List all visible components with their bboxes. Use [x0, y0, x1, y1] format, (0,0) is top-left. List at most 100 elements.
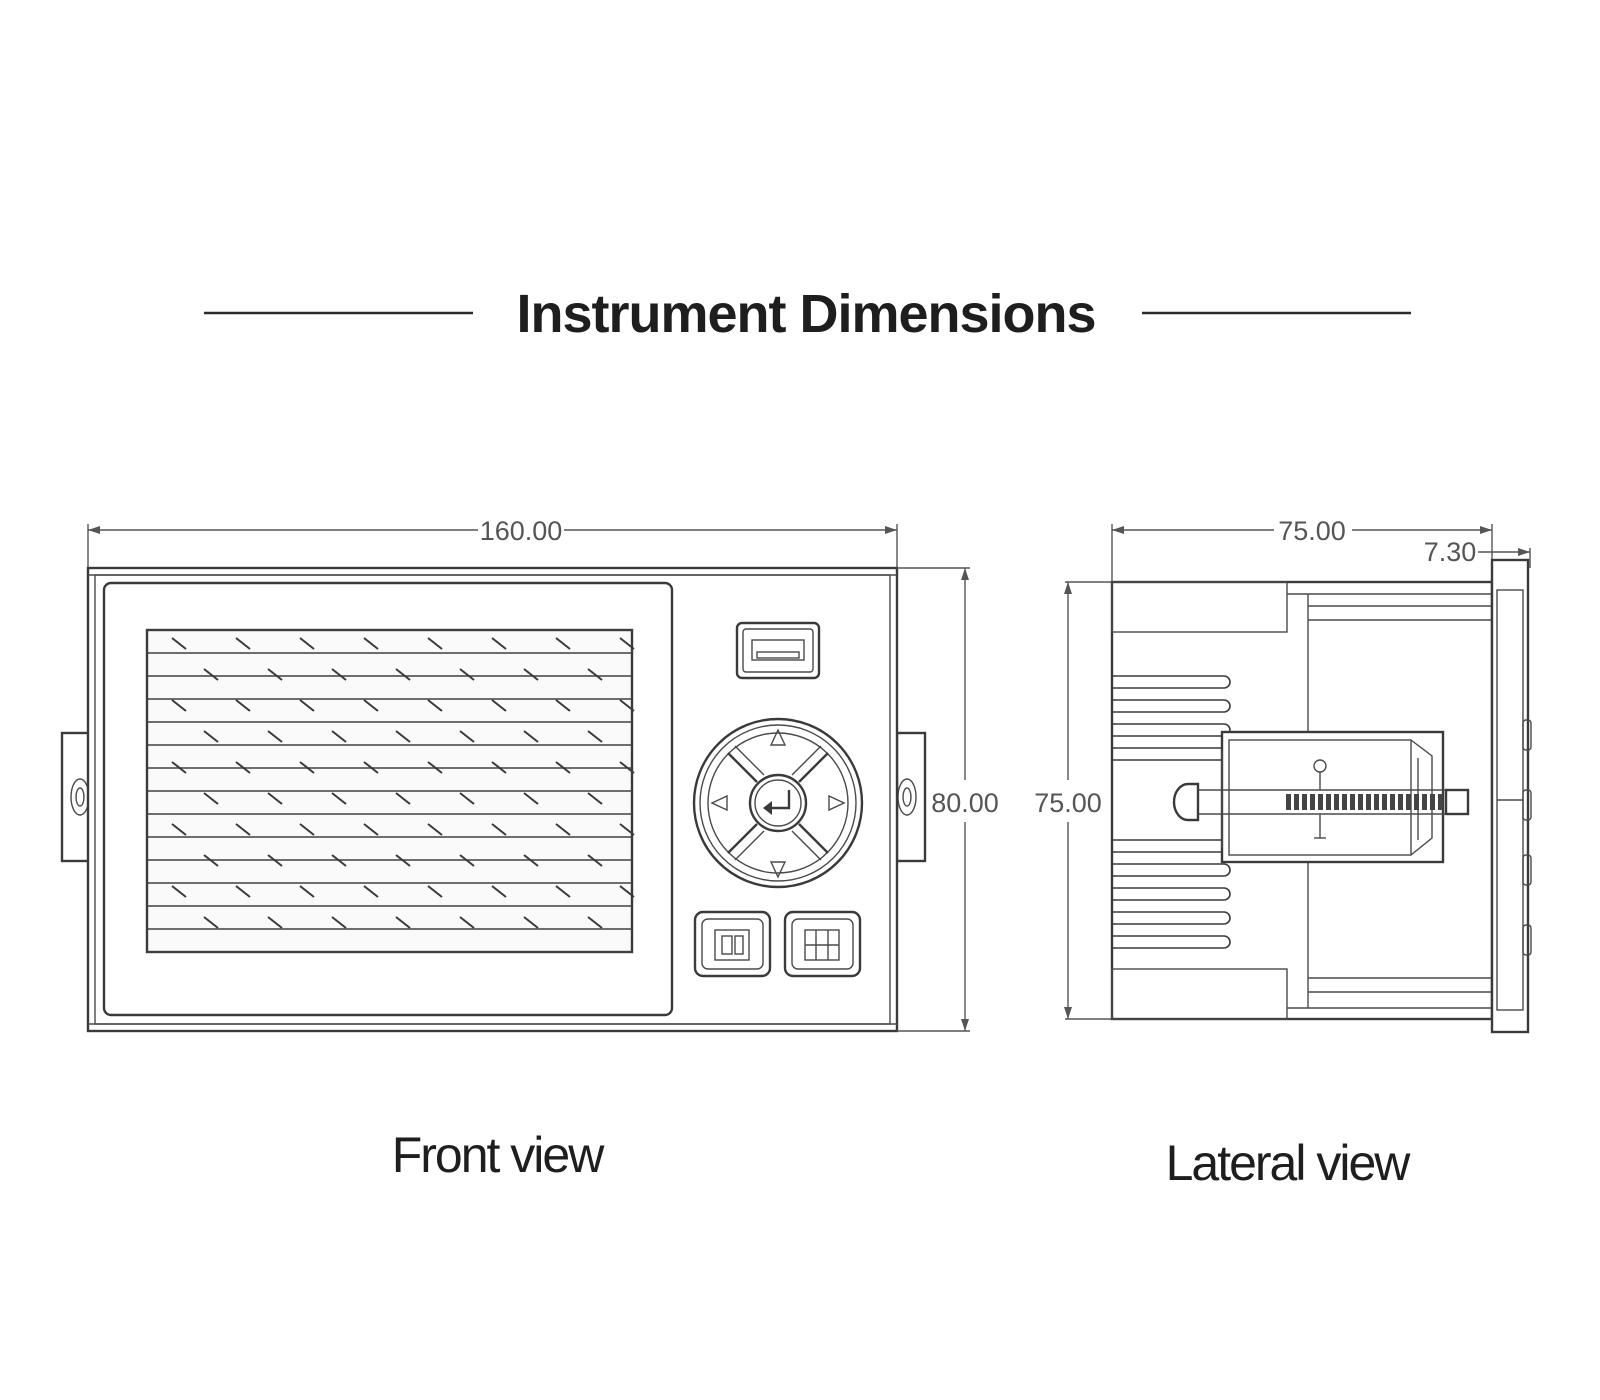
screw-thread	[1366, 794, 1371, 810]
lcd-hatch	[299, 761, 315, 774]
screw-thread	[1430, 794, 1435, 810]
lcd-hatch	[587, 730, 603, 743]
front-mounting-clip-right	[895, 731, 927, 863]
lcd-hatch	[235, 637, 251, 650]
lcd-hatch	[331, 730, 347, 743]
lcd-hatch	[171, 699, 187, 712]
lcd-hatch	[203, 916, 219, 929]
screw-thread	[1342, 794, 1347, 810]
screw-thread	[1406, 794, 1411, 810]
lcd-hatch	[203, 668, 219, 681]
screw-thread	[1326, 794, 1331, 810]
nav-left-button[interactable]	[710, 794, 728, 812]
lcd-hatch	[363, 761, 379, 774]
function-key-right[interactable]	[783, 910, 862, 978]
navigation-keypad[interactable]	[692, 717, 864, 889]
lcd-hatch	[267, 916, 283, 929]
lcd-hatch	[491, 885, 507, 898]
lcd-hatch	[363, 699, 379, 712]
lcd-hatch	[395, 916, 411, 929]
nav-down-button[interactable]	[769, 861, 787, 879]
lcd-hatch	[459, 854, 475, 867]
lcd-hatch	[619, 637, 635, 650]
triangle-right-icon	[828, 794, 846, 812]
lcd-hatch	[491, 761, 507, 774]
lcd-hatch	[555, 699, 571, 712]
lcd-hatch	[523, 668, 539, 681]
lcd-hatch	[267, 854, 283, 867]
lcd-hatch	[427, 823, 443, 836]
lcd-hatch	[171, 761, 187, 774]
lcd-hatch	[171, 637, 187, 650]
lateral-depth-label: 75.00	[1278, 516, 1346, 546]
lcd-hatch	[171, 823, 187, 836]
lcd-hatch	[203, 792, 219, 805]
lcd-hatch	[523, 730, 539, 743]
lateral-view: 75.00 7.30 75.00	[1034, 516, 1532, 1191]
lcd-hatch	[555, 885, 571, 898]
lcd-hatch	[523, 854, 539, 867]
screw-thread	[1374, 794, 1379, 810]
screw-thread	[1310, 794, 1315, 810]
lcd-hatch	[235, 761, 251, 774]
lcd-hatch	[523, 792, 539, 805]
front-mounting-clip-left	[60, 731, 92, 863]
page-title: Instrument Dimensions	[516, 284, 1095, 344]
lcd-hatch	[267, 792, 283, 805]
enter-button[interactable]	[748, 773, 808, 833]
nav-right-button[interactable]	[828, 794, 846, 812]
lcd-hatch	[587, 792, 603, 805]
function-key-left[interactable]	[693, 910, 772, 978]
front-view-caption: Front view	[392, 1127, 606, 1183]
lcd-hatch	[235, 699, 251, 712]
lcd-hatch	[395, 730, 411, 743]
lcd-hatch	[203, 730, 219, 743]
lateral-height-dimension: 75.00	[1034, 581, 1112, 1020]
lcd-hatch	[363, 885, 379, 898]
front-view: 160.00	[60, 516, 999, 1183]
lcd-hatch	[491, 699, 507, 712]
front-width-dimension: 160.00	[87, 516, 898, 568]
title-block: Instrument Dimensions	[204, 284, 1411, 344]
screw-thread	[1382, 794, 1387, 810]
lcd-hatch	[395, 792, 411, 805]
display-screen-lcd	[145, 628, 635, 954]
mounting-screw	[1172, 759, 1470, 839]
lcd-hatch	[267, 668, 283, 681]
lcd-hatch	[587, 854, 603, 867]
lcd-hatch	[523, 916, 539, 929]
lcd-hatch	[203, 854, 219, 867]
lcd-hatch	[459, 730, 475, 743]
lateral-bezel-dimension: 7.30	[1424, 537, 1531, 568]
lcd-hatch	[171, 885, 187, 898]
screw-thread	[1334, 794, 1339, 810]
lcd-hatch	[555, 823, 571, 836]
screw-thread	[1358, 794, 1363, 810]
lcd-hatch	[619, 699, 635, 712]
lcd-hatch	[459, 668, 475, 681]
lcd-hatch	[363, 823, 379, 836]
lcd-hatch	[459, 916, 475, 929]
lcd-hatch	[619, 761, 635, 774]
lcd-hatch	[427, 637, 443, 650]
screw-thread	[1294, 794, 1299, 810]
front-height-dimension: 80.00	[897, 567, 999, 1032]
triangle-down-icon	[769, 861, 787, 879]
terminal-fin	[1112, 911, 1231, 925]
terminal-fin	[1112, 699, 1231, 713]
lateral-view-caption: Lateral view	[1166, 1135, 1412, 1191]
lcd-hatch	[491, 637, 507, 650]
lcd-hatch	[331, 792, 347, 805]
lateral-bezel	[1490, 558, 1532, 1034]
lcd-hatch	[491, 823, 507, 836]
enter-arrow-icon	[763, 790, 791, 815]
lcd-hatch	[555, 761, 571, 774]
terminal-fin	[1112, 675, 1231, 689]
lcd-hatch	[235, 885, 251, 898]
nav-up-button[interactable]	[769, 728, 787, 746]
lateral-height-label: 75.00	[1034, 788, 1102, 818]
screw-thread	[1286, 794, 1291, 810]
terminal-fins	[1112, 675, 1231, 949]
lcd-hatch	[427, 699, 443, 712]
